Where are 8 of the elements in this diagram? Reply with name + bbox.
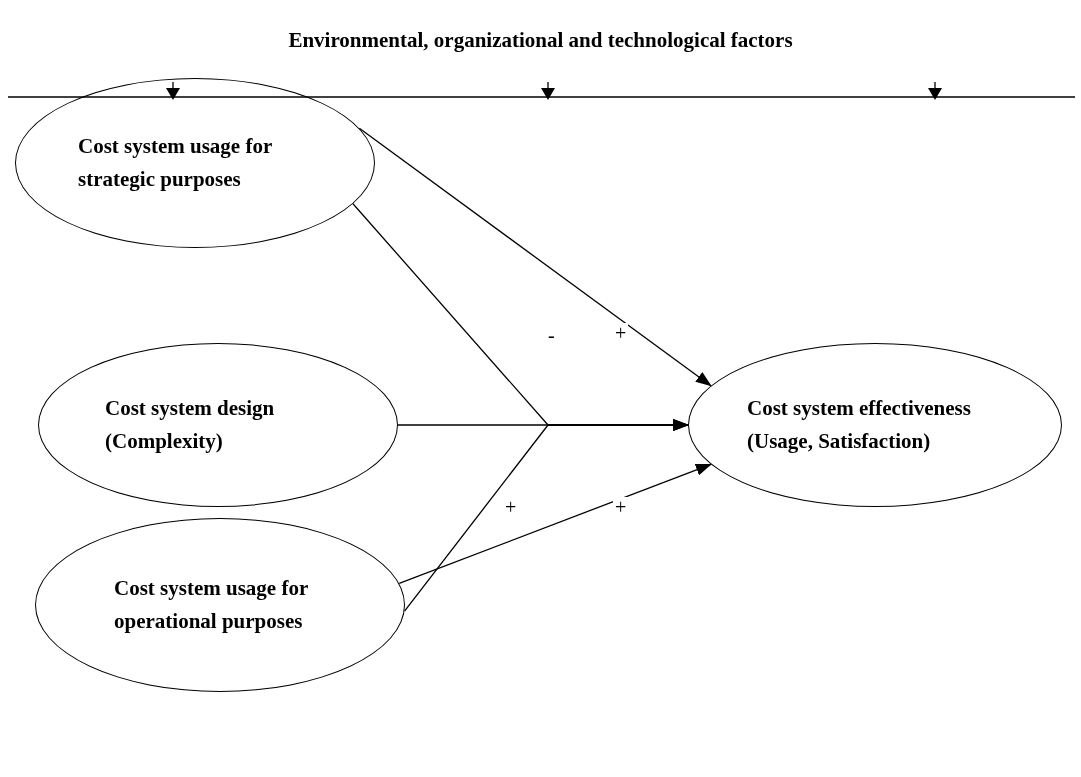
arrow <box>403 419 689 612</box>
node-label: Cost system usage for operational purposes <box>114 575 309 635</box>
arrow <box>398 463 712 585</box>
title: Environmental, organizational and technological factors <box>288 27 793 54</box>
node-label: Cost system usage for strategic purposes <box>78 133 273 193</box>
node-label: Cost system effectiveness (Usage, Satisfaction) <box>747 395 972 455</box>
arrow <box>358 127 712 387</box>
node-label: Cost system design (Complexity) <box>105 395 276 455</box>
